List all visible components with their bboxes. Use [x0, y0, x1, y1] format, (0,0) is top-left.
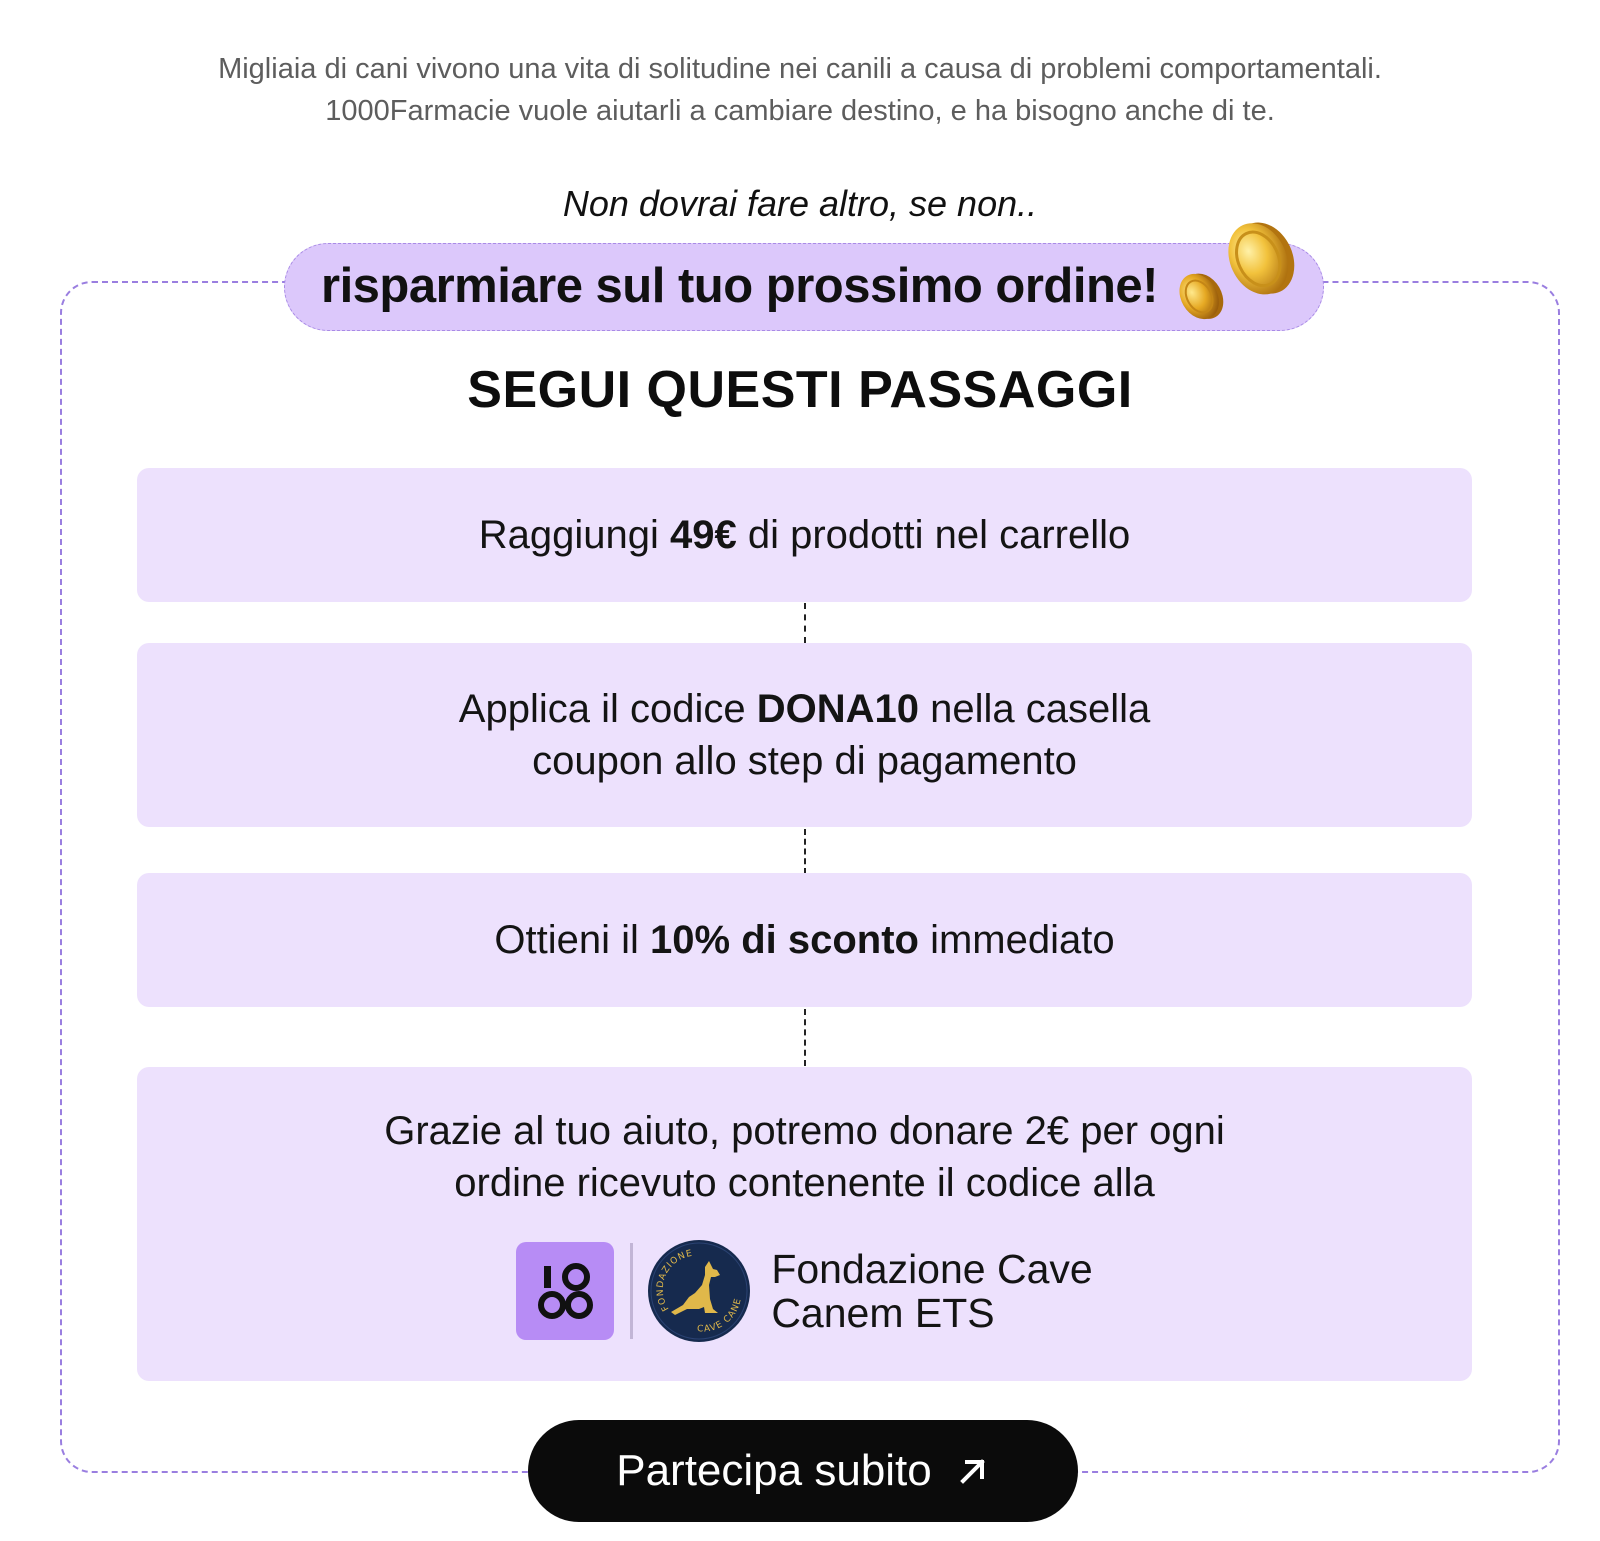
step-3-text: Ottieni il 10% di sconto immediato: [494, 914, 1114, 966]
partecipa-subito-button[interactable]: Partecipa subito: [528, 1420, 1078, 1522]
step-connector: [804, 1009, 806, 1066]
step-2-text-line-1: Applica il codice DONA10 nella casella: [459, 683, 1150, 735]
partner-name-line-1: Fondazione Cave: [771, 1246, 1093, 1292]
1000-logo-icon: 1000: [538, 1263, 594, 1319]
page-title: SEGUI QUESTI PASSAGGI: [467, 361, 1133, 419]
step-connector: [804, 603, 806, 643]
step-1-pre: Raggiungi: [478, 513, 670, 557]
step-card-3: Ottieni il 10% di sconto immediato: [137, 873, 1472, 1007]
arrow-up-right-icon: [956, 1454, 990, 1488]
intro-line-2: 1000Farmacie vuole aiutarli a cambiare d…: [325, 95, 1275, 127]
intro-text: Migliaia di cani vivono una vita di soli…: [0, 48, 1600, 132]
step-2-text-line-2: coupon allo step di pagamento: [532, 739, 1077, 783]
dog-icon: [671, 1261, 721, 1315]
gold-coins-icon: [1179, 222, 1295, 320]
cta-label: Partecipa subito: [616, 1446, 932, 1495]
step-4-text-line-1: Grazie al tuo aiuto, potremo donare 2€ p…: [384, 1109, 1225, 1153]
highlight-text: risparmiare sul tuo prossimo ordine!: [321, 259, 1158, 313]
step-2-post: nella casella: [918, 687, 1151, 731]
partner-row: 1000 FONDAZIONE CAVE CANEM Fondazione Ca…: [516, 1239, 1093, 1343]
partner-name: Fondazione Cave Canem ETS: [771, 1247, 1092, 1335]
subtitle: Non dovrai fare altro, se non..: [562, 183, 1038, 224]
step-card-4: Grazie al tuo aiuto, potremo donare 2€ p…: [137, 1067, 1472, 1381]
logo-divider: [630, 1243, 634, 1339]
step-3-post: immediato: [918, 918, 1115, 962]
step-1-post: di prodotti nel carrello: [736, 513, 1131, 557]
discount-amount: 10% di sconto: [650, 918, 919, 962]
partner-name-line-2: Canem ETS: [771, 1290, 995, 1336]
step-1-text: Raggiungi 49€ di prodotti nel carrello: [479, 509, 1131, 561]
1000farmacie-logo: 1000: [516, 1242, 615, 1340]
coupon-code: DONA10: [756, 687, 919, 731]
step-card-1: Raggiungi 49€ di prodotti nel carrello: [137, 468, 1472, 602]
step-2-pre: Applica il codice: [458, 687, 757, 731]
fondazione-cave-canem-seal: FONDAZIONE CAVE CANEM: [647, 1239, 751, 1342]
step-card-2: Applica il codice DONA10 nella casella c…: [137, 643, 1472, 827]
intro-line-1: Migliaia di cani vivono una vita di soli…: [218, 53, 1382, 85]
step-4-text-line-2: ordine ricevuto contenente il codice all…: [454, 1161, 1155, 1205]
step-1-amount: 49€: [669, 513, 737, 557]
step-3-pre: Ottieni il: [494, 918, 651, 962]
step-connector: [804, 829, 806, 874]
highlight-pill: risparmiare sul tuo prossimo ordine!: [284, 243, 1324, 331]
